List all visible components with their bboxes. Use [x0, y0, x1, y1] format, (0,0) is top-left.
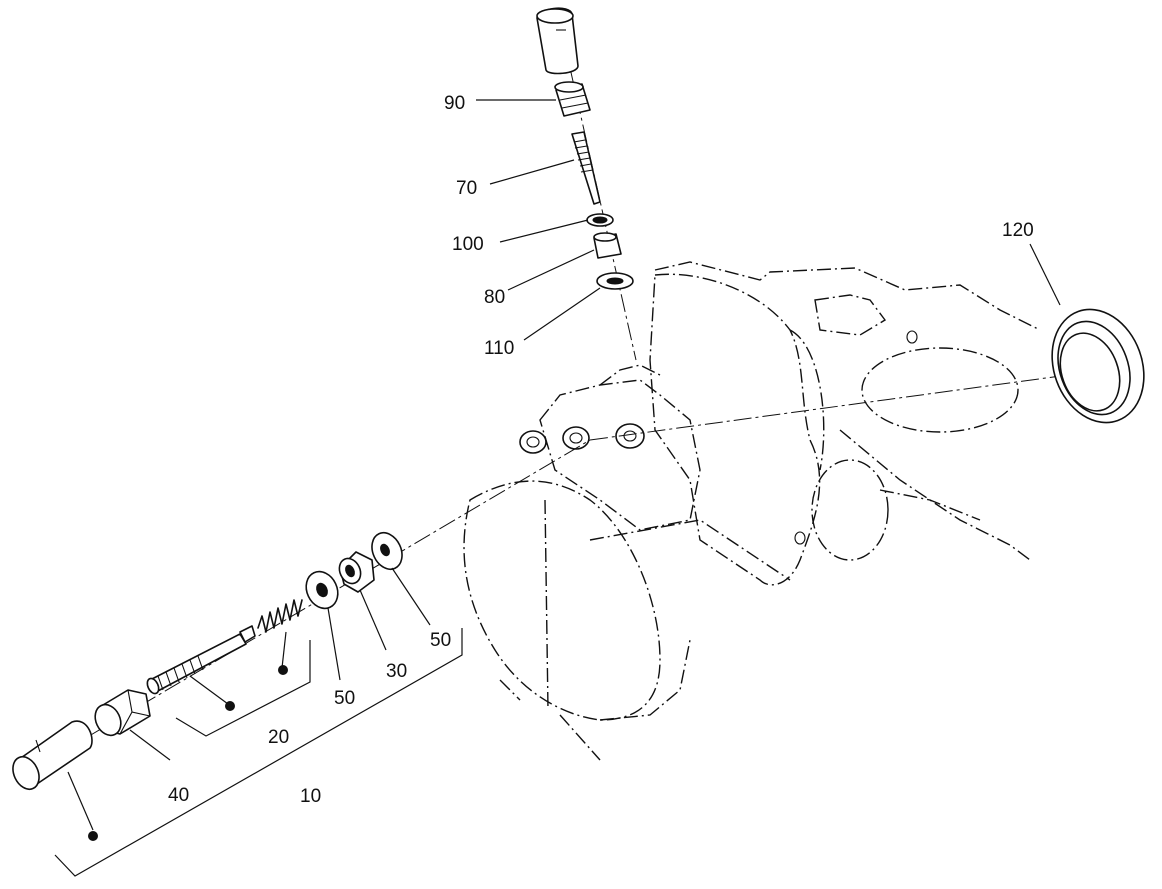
callout-30: 30 [386, 661, 407, 682]
callout-80: 80 [484, 287, 505, 308]
part-50-washer-left [305, 570, 339, 610]
part-20-valve-stem [146, 625, 256, 695]
part-40-nut [94, 689, 151, 737]
part-50-washer-right [371, 531, 403, 571]
callout-100: 100 [452, 234, 484, 255]
callout-50-left: 50 [334, 688, 355, 709]
callout-70: 70 [456, 178, 477, 199]
sleeve-top [536, 7, 579, 75]
callout-50-right: 50 [430, 630, 451, 651]
part-30-nut [338, 551, 375, 593]
callout-10: 10 [300, 786, 321, 807]
sleeve-bottom [12, 720, 93, 791]
reference-dots [88, 665, 288, 841]
leader-lines [54, 99, 1061, 877]
part-110-washer [596, 272, 634, 290]
callout-labels: 90 70 100 80 110 120 50 30 50 20 40 10 [168, 93, 1034, 807]
part-80-nut [593, 232, 622, 259]
part-120-seal-ring [1051, 308, 1145, 424]
spring [257, 599, 303, 633]
housing [463, 261, 1041, 761]
callout-20: 20 [268, 727, 289, 748]
callout-40: 40 [168, 785, 189, 806]
callout-90: 90 [444, 93, 465, 114]
callout-120: 120 [1002, 220, 1034, 241]
callout-110: 110 [484, 338, 514, 359]
part-100-washer [586, 213, 614, 227]
part-70-valve-stem [571, 131, 601, 205]
part-90-nut [554, 81, 591, 117]
